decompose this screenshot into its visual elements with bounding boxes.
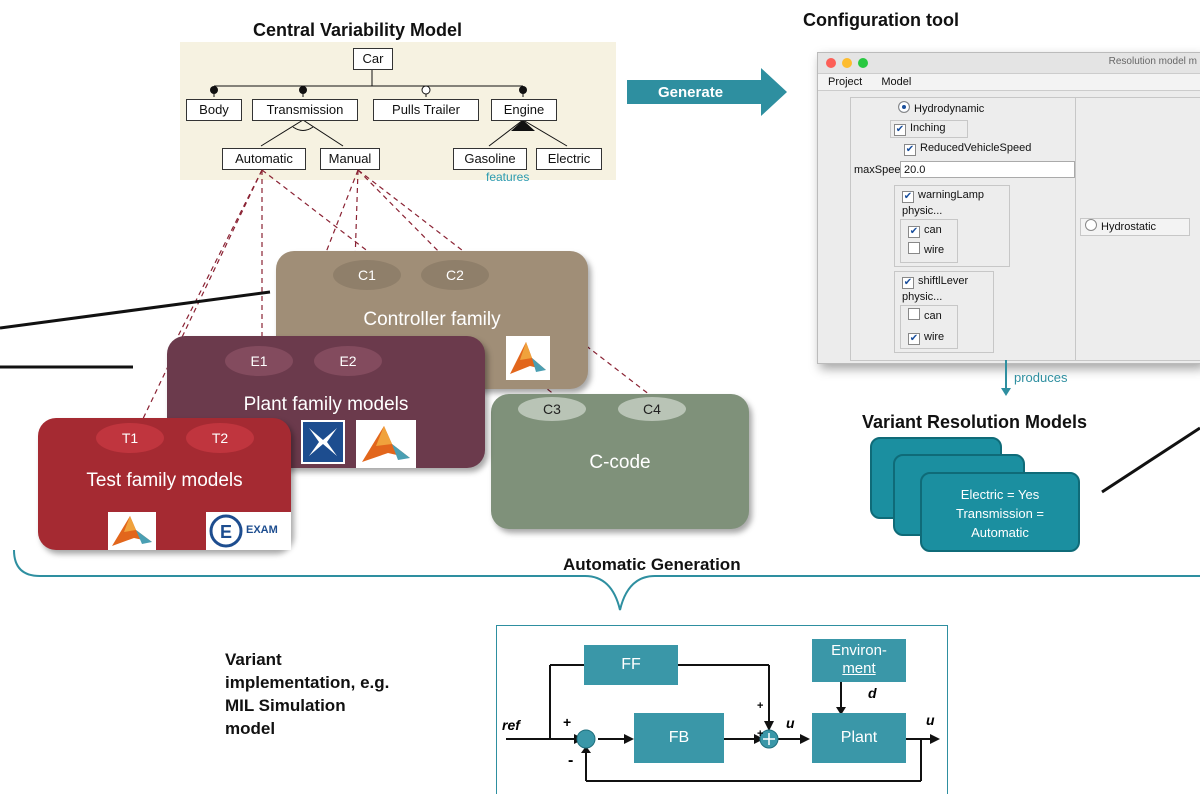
mandatory-marker (210, 86, 218, 94)
matlab-logo (108, 512, 156, 550)
window-titlebar: Resolution model m (818, 53, 1200, 74)
test-family-label: Test family models (86, 470, 243, 491)
checkbox-empty-icon (908, 242, 920, 254)
menu-project[interactable]: Project (828, 76, 863, 88)
window-title: Resolution model m (1108, 56, 1197, 67)
feature-pulls-trailer: Pulls Trailer (373, 99, 479, 121)
checkmark-icon: ✔ (908, 333, 920, 345)
config-tool-window: Resolution model m Project Model Hydrody… (817, 52, 1200, 364)
controller-family-label: Controller family (363, 309, 501, 330)
produces-arrow (1001, 360, 1011, 396)
ref-label: ref (502, 717, 520, 733)
checkbox-inching[interactable]: ✔Inching (894, 122, 946, 136)
feature-automatic: Automatic (222, 148, 306, 170)
checkbox-can[interactable]: ✔can (908, 224, 942, 238)
component-c1: C1 (333, 260, 401, 290)
checkbox-can[interactable]: can (908, 308, 942, 324)
component-c3: C3 (518, 397, 586, 421)
generate-arrow (627, 68, 787, 116)
checkmark-icon: ✔ (902, 277, 914, 289)
checkbox-empty-icon (908, 308, 920, 320)
generation-brace (13, 549, 1200, 611)
checkmark-icon: ✔ (904, 144, 916, 156)
variant-line: Electric = Yes (960, 487, 1040, 502)
inching-group (890, 120, 968, 138)
feature-gasoline: Gasoline (453, 148, 527, 170)
fb-block: FB (634, 713, 724, 763)
mandatory-marker (519, 86, 527, 94)
checkmark-icon: ✔ (908, 226, 920, 238)
plus-sign: + (563, 714, 572, 730)
feature-tree-lines (210, 69, 568, 147)
max-speed-input[interactable]: 20.0 (900, 161, 1075, 178)
variant-models-title: Variant Resolution Models (862, 412, 1088, 432)
matlab-logo (356, 420, 416, 468)
feature-electric: Electric (536, 148, 602, 170)
svg-text:E: E (220, 522, 232, 542)
optional-marker (421, 85, 431, 95)
dymola-logo (301, 420, 345, 464)
feature-body: Body (186, 99, 242, 121)
mandatory-marker (299, 86, 307, 94)
component-t2: T2 (186, 423, 254, 453)
plus-sign: + (757, 700, 764, 712)
close-icon[interactable] (826, 58, 836, 68)
radio-hydrostatic[interactable]: Hydrostatic (1080, 218, 1190, 236)
variant-line: Transmission = (955, 506, 1045, 521)
minus-sign: - (568, 752, 574, 769)
minimize-icon[interactable] (842, 58, 852, 68)
u-label: u (926, 712, 935, 728)
feature-engine: Engine (491, 99, 557, 121)
physic-label: physic... (902, 291, 943, 303)
component-e1: E1 (225, 346, 293, 376)
maximize-icon[interactable] (858, 58, 868, 68)
d-label: d (868, 685, 877, 701)
exam-label: EXAM (246, 524, 278, 536)
u-label: u (786, 715, 795, 731)
matlab-logo (506, 336, 550, 380)
ccode-label: C-code (589, 452, 651, 473)
feature-transmission: Transmission (252, 99, 358, 121)
checkbox-wire[interactable]: wire (908, 242, 944, 258)
block-diagram-wires (506, 660, 940, 782)
variant-line: Automatic (971, 525, 1029, 540)
produces-label: produces (1014, 370, 1068, 385)
feature-manual: Manual (320, 148, 380, 170)
checkbox-reduced-speed[interactable]: ✔ReducedVehicleSpeed (904, 142, 1032, 156)
physic-label: physic... (902, 205, 943, 217)
summing-junction (576, 729, 596, 749)
checkmark-icon: ✔ (902, 191, 914, 203)
checkbox-warning-lamp[interactable]: ✔warningLamp (902, 189, 985, 203)
variant-implementation-text: Variant implementation, e.g. MIL Simulat… (225, 650, 390, 738)
environment-block: Environ- ment (812, 639, 906, 682)
plant-block: Plant (812, 713, 906, 763)
ff-block: FF (584, 645, 678, 685)
component-e2: E2 (314, 346, 382, 376)
variability-model-title: Central Variability Model (253, 20, 463, 40)
exam-logo: E EXAM (206, 512, 291, 550)
component-c2: C2 (421, 260, 489, 290)
checkbox-shift-lever[interactable]: ✔shiftlLever (902, 275, 969, 289)
radio-empty-icon (1085, 219, 1097, 231)
menu-model[interactable]: Model (881, 76, 912, 88)
checkmark-icon: ✔ (894, 124, 906, 136)
block-diagram-frame (496, 625, 948, 794)
menu-bar: Project Model (818, 74, 1200, 91)
features-label: features (486, 170, 530, 184)
component-t1: T1 (96, 423, 164, 453)
max-speed-label: maxSpeed (854, 164, 907, 176)
generate-label: Generate (658, 84, 724, 101)
checkbox-wire[interactable]: ✔wire (908, 331, 945, 345)
feature-car: Car (353, 48, 393, 70)
plant-family-label: Plant family models (243, 394, 409, 415)
radio-hydrodynamic[interactable]: Hydrodynamic (898, 101, 984, 117)
ccode-box: C3 C4 C-code (491, 394, 749, 529)
automatic-generation-label: Automatic Generation (563, 555, 741, 574)
plus-sign: + (757, 728, 764, 740)
config-tool-title: Configuration tool (803, 10, 959, 30)
variant-model-card: Electric = Yes Transmission = Automatic (920, 472, 1080, 552)
radio-selected-icon (898, 101, 910, 113)
component-c4: C4 (618, 397, 686, 421)
